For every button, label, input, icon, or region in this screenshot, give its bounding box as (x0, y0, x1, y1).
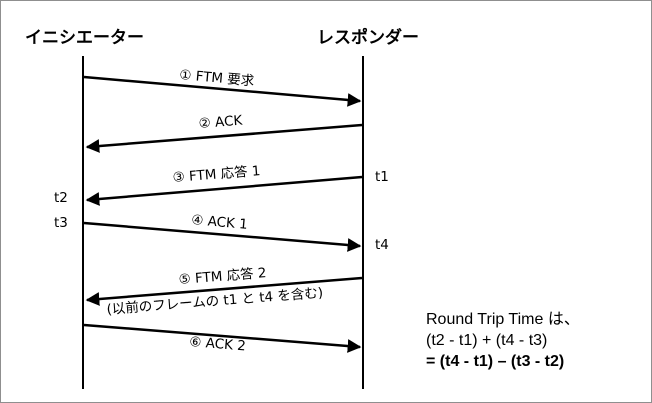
time-t3: t3 (54, 215, 68, 231)
message-3-arrow (85, 175, 363, 206)
message-1-arrow (83, 75, 362, 107)
message-3-label: ③ FTM 応答 1 (172, 162, 261, 186)
message-6-arrow (83, 323, 362, 353)
formula-line-2: (t2 - t1) + (t4 - t3) (426, 332, 548, 349)
message-5-arrow (85, 276, 363, 306)
message-4-arrow (83, 221, 362, 252)
time-t2: t2 (54, 190, 68, 206)
message-4-label: ④ ACK 1 (191, 212, 249, 233)
rtt-formula: Round Trip Time は、 (t2 - t1) + (t4 - t3)… (426, 309, 580, 372)
formula-line-1: Round Trip Time は、 (426, 311, 580, 328)
responder-label: レスポンダー (317, 27, 419, 48)
time-t1: t1 (375, 169, 389, 185)
message-5-label: ⑤ FTM 応答 2 (178, 264, 267, 288)
initiator-label: イニシエーター (25, 28, 144, 48)
message-2-label: ② ACK (198, 113, 244, 132)
message-2-arrow (85, 123, 363, 153)
formula-line-3: = (t4 - t1) – (t3 - t2) (426, 353, 565, 370)
message-6-label: ⑥ ACK 2 (189, 334, 247, 354)
time-t4: t4 (375, 237, 389, 253)
message-1-label: ① FTM 要求 (179, 67, 256, 90)
